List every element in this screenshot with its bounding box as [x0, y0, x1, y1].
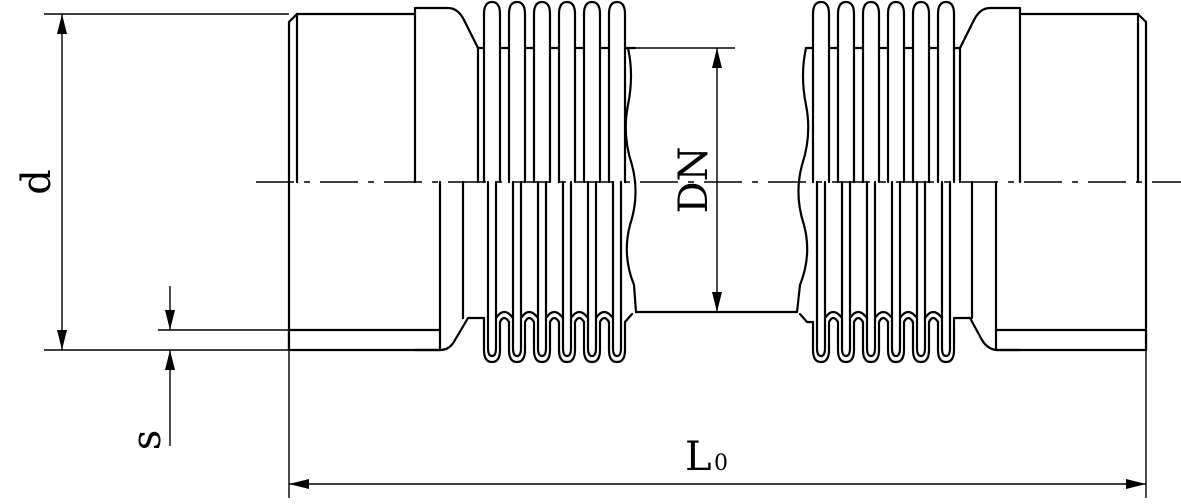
label-d: d	[14, 169, 60, 195]
dimension-d	[44, 13, 289, 351]
label-dn: DN	[671, 146, 717, 213]
right-pipe-end	[958, 6, 1148, 352]
break-line-right	[795, 46, 810, 314]
label-s: s	[124, 430, 170, 451]
label-l0-subscript: 0	[714, 451, 728, 476]
dimension-l0	[288, 350, 1147, 498]
label-l0: L	[685, 434, 712, 480]
left-bellows	[476, 0, 637, 364]
dimension-dn	[636, 47, 735, 312]
left-pipe-end	[287, 6, 480, 352]
dimension-s	[158, 286, 289, 446]
right-bellows	[798, 0, 962, 364]
break-line-left	[624, 46, 638, 314]
